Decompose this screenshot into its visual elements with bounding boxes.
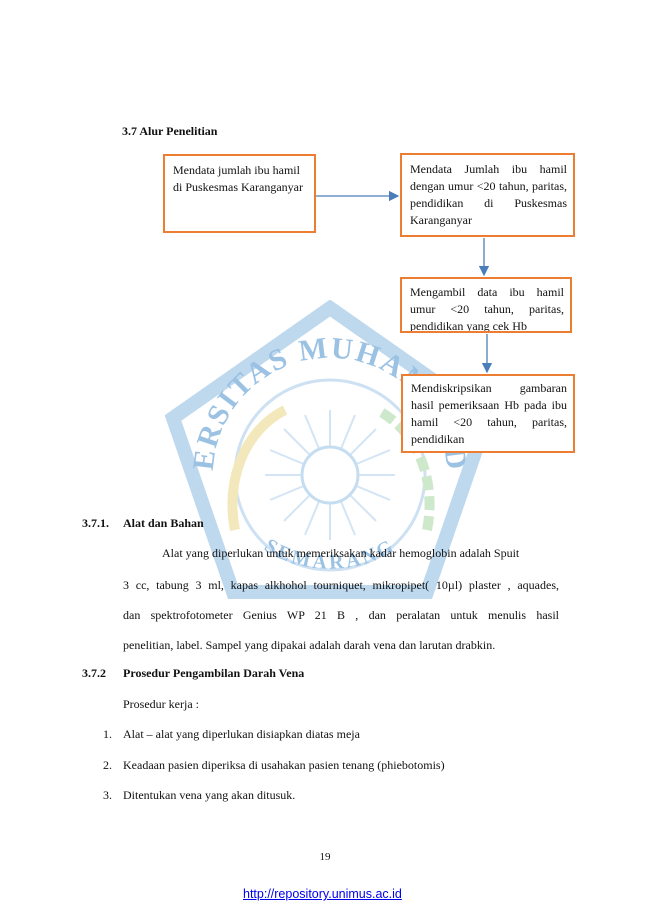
repository-link[interactable]: http://repository.unimus.ac.id bbox=[243, 887, 402, 901]
section-title: 3.7 Alur Penelitian bbox=[122, 124, 218, 138]
subsection-2-title: Prosedur Pengambilan Darah Vena bbox=[123, 666, 305, 680]
subsection-1-title: Alat dan Bahan bbox=[123, 516, 204, 530]
page-number: 19 bbox=[319, 851, 331, 863]
procedure-intro: Prosedur kerja : bbox=[123, 697, 199, 711]
flow-box-1: Mendata jumlah ibu hamil di Puskesmas Ka… bbox=[163, 154, 316, 233]
subsection-1-number: 3.7.1. bbox=[82, 516, 109, 530]
flow-box-2: Mendata Jumlah ibu hamil dengan umur <20… bbox=[400, 153, 575, 237]
paragraph-1-line-4: penelitian, label. Sampel yang dipakai a… bbox=[123, 638, 496, 652]
step-1-text: Alat – alat yang diperlukan disiapkan di… bbox=[123, 727, 360, 741]
step-2-number: 2. bbox=[103, 758, 112, 772]
step-3-text: Ditentukan vena yang akan ditusuk. bbox=[123, 788, 296, 802]
step-1-number: 1. bbox=[103, 727, 112, 741]
paragraph-1-line-1: Alat yang diperlukan untuk memeriksakan … bbox=[162, 546, 520, 560]
subsection-2-number: 3.7.2 bbox=[82, 666, 106, 680]
flow-box-3: Mengambil data ibu hamil umur <20 tahun,… bbox=[400, 277, 572, 333]
paragraph-1-line-2: 3 cc, tabung 3 ml, kapas alkhohol tourni… bbox=[123, 578, 559, 592]
step-3-number: 3. bbox=[103, 788, 112, 802]
paragraph-1-line-3: dan spektrofotometer Genius WP 21 B , da… bbox=[123, 608, 559, 622]
step-2-text: Keadaan pasien diperiksa di usahakan pas… bbox=[123, 758, 445, 772]
flow-box-4: Mendiskripsikan gambaran hasil pemeriksa… bbox=[401, 374, 575, 453]
